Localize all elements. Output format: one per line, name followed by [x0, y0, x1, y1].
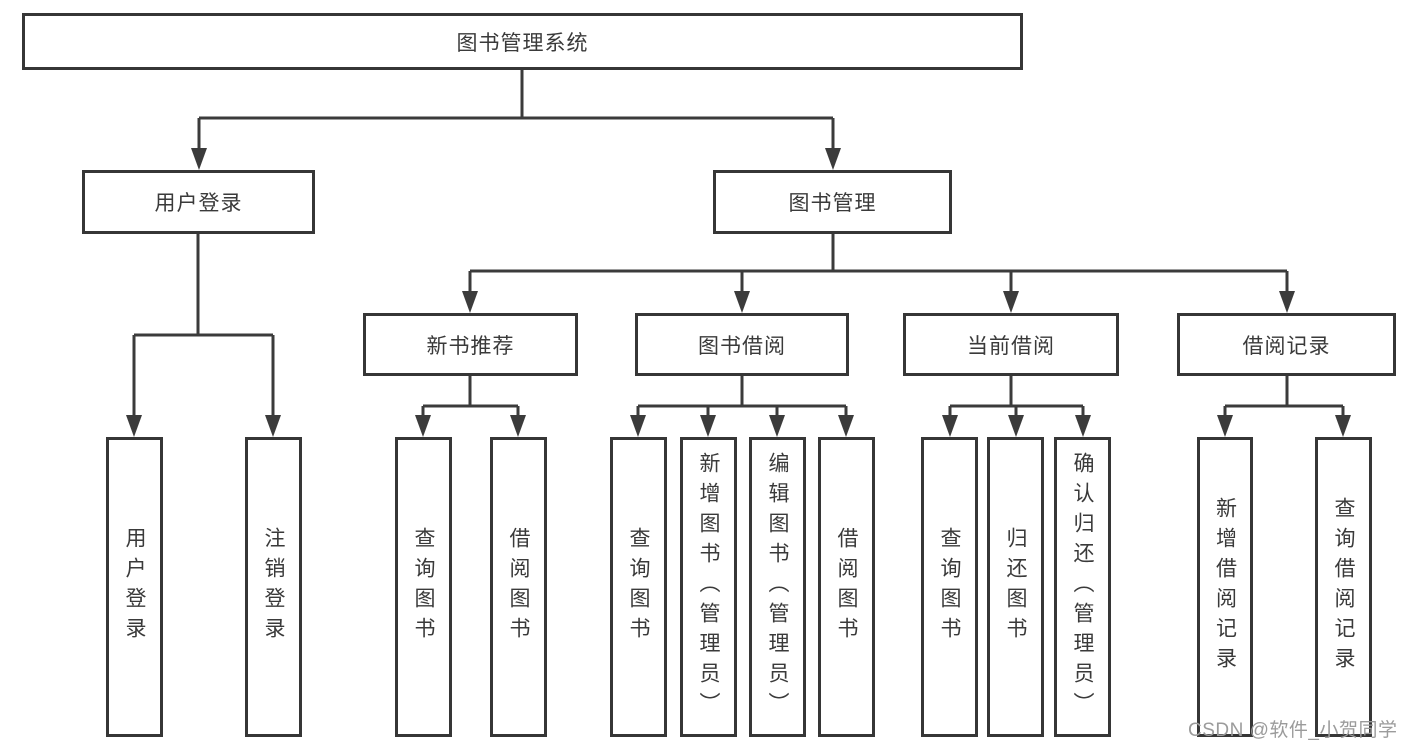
node-root-system: 图书管理系统 — [22, 13, 1023, 70]
leaf-logout: 注销登录 — [245, 437, 302, 737]
leaf-add-books-admin-label: 新增图书（管理员） — [697, 452, 720, 722]
arrowhead-icons — [126, 148, 1351, 437]
node-borrowing-records: 借阅记录 — [1177, 313, 1396, 376]
leaf-query-books-borrow: 查询图书 — [610, 437, 667, 737]
node-book-borrowing-label: 图书借阅 — [698, 334, 786, 358]
leaf-logout-label: 注销登录 — [262, 527, 285, 647]
leaf-user-login-label: 用户登录 — [123, 527, 146, 647]
leaf-borrow-books-label: 借阅图书 — [835, 527, 858, 647]
leaf-query-books-borrow-label: 查询图书 — [627, 527, 650, 647]
leaf-confirm-return-admin: 确认归还（管理员） — [1054, 437, 1111, 737]
leaf-add-books-admin: 新增图书（管理员） — [680, 437, 737, 737]
leaf-query-borrow-record: 查询借阅记录 — [1315, 437, 1372, 737]
node-new-book-recommend-label: 新书推荐 — [426, 334, 515, 358]
node-book-borrowing: 图书借阅 — [635, 313, 849, 376]
node-borrowing-records-label: 借阅记录 — [1242, 334, 1331, 358]
node-current-borrowing: 当前借阅 — [903, 313, 1119, 376]
node-user-login: 用户登录 — [82, 170, 315, 234]
leaf-query-borrow-record-label: 查询借阅记录 — [1332, 497, 1355, 677]
leaf-query-books-current: 查询图书 — [921, 437, 978, 737]
leaf-borrow-books-recommend-label: 借阅图书 — [507, 527, 530, 647]
leaf-edit-books-admin-label: 编辑图书（管理员） — [766, 452, 789, 722]
node-user-login-label: 用户登录 — [154, 192, 243, 215]
node-new-book-recommend: 新书推荐 — [363, 313, 578, 376]
leaf-return-books-label: 归还图书 — [1004, 527, 1027, 647]
leaf-borrow-books-recommend: 借阅图书 — [490, 437, 547, 737]
leaf-query-books-recommend-label: 查询图书 — [412, 527, 435, 647]
leaf-add-borrow-record: 新增借阅记录 — [1197, 437, 1253, 737]
leaf-query-books-recommend: 查询图书 — [395, 437, 452, 737]
node-current-borrowing-label: 当前借阅 — [967, 334, 1055, 358]
csdn-watermark: CSDN @软件_小贺同学 — [1188, 720, 1398, 741]
leaf-return-books: 归还图书 — [987, 437, 1044, 737]
leaf-add-borrow-record-label: 新增借阅记录 — [1213, 497, 1237, 677]
leaf-borrow-books: 借阅图书 — [818, 437, 875, 737]
leaf-user-login: 用户登录 — [106, 437, 163, 737]
leaf-edit-books-admin: 编辑图书（管理员） — [749, 437, 806, 737]
node-root-label: 图书管理系统 — [456, 31, 589, 55]
leaf-confirm-return-admin-label: 确认归还（管理员） — [1071, 452, 1094, 722]
node-book-management: 图书管理 — [713, 170, 952, 234]
leaf-query-books-current-label: 查询图书 — [938, 527, 961, 647]
node-book-management-label: 图书管理 — [788, 192, 877, 215]
